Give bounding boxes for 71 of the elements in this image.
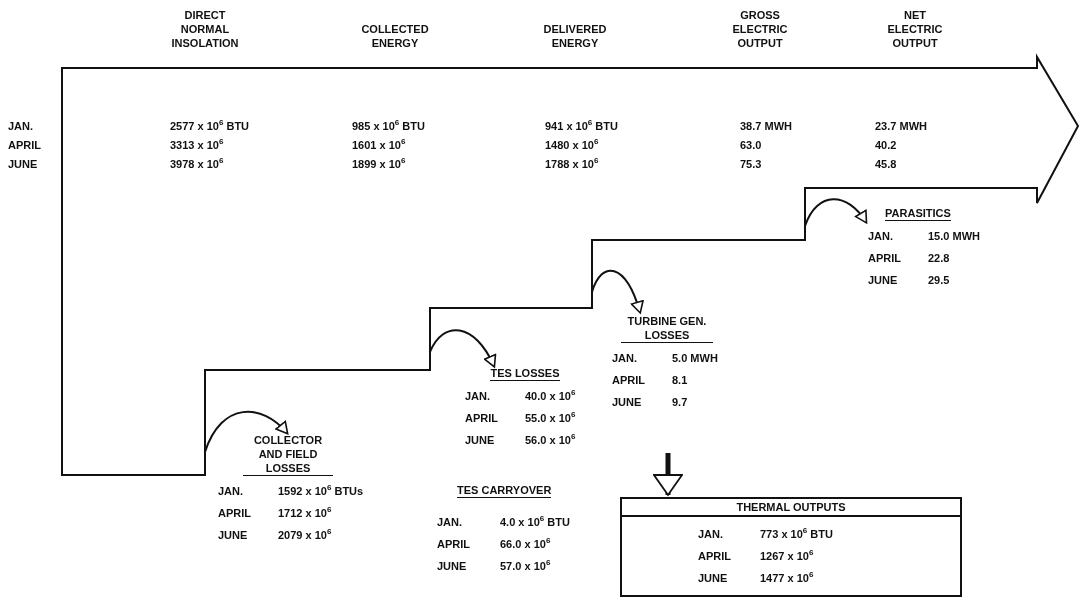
month-label: APRIL	[612, 373, 646, 387]
value-text: 57.0 x 10$^{6}$	[500, 559, 551, 573]
value-text: 2577 x 10$^{6}$ BTU	[170, 119, 250, 133]
month-label: JAN.	[465, 389, 492, 403]
value-text: 1712 x 10$^{6}$	[278, 506, 333, 520]
month-label: JAN.	[698, 527, 725, 541]
month-label: JUNE	[218, 528, 249, 542]
block-arrow	[653, 453, 683, 496]
value-text: 1601 x 10$^{6}$	[352, 138, 406, 152]
value-text: 5.0 MWH	[672, 351, 719, 365]
branch-arrow	[204, 410, 289, 453]
month-label: JUNE	[8, 157, 38, 171]
value-text: 23.7 MWH	[875, 119, 927, 133]
value-text: 1899 x 10$^{6}$	[352, 157, 406, 171]
month-label: JUNE	[698, 571, 729, 585]
month-label: JAN.	[8, 119, 34, 133]
month-label: APRIL	[218, 506, 252, 520]
value-text: 38.7 MWH	[740, 119, 792, 133]
value-text: 75.3	[740, 157, 762, 171]
branch-arrow	[429, 329, 496, 368]
month-label: JUNE	[612, 395, 643, 409]
section-heading: COLLECTOR AND FIELD LOSSES	[243, 433, 333, 476]
month-label: APRIL	[698, 549, 732, 563]
month-label: JUNE	[465, 433, 496, 447]
column-heading: DIRECT NORMAL INSOLATION	[171, 8, 239, 50]
section-heading: TES LOSSES	[490, 366, 560, 381]
column-heading: NET ELECTRIC OUTPUT	[887, 8, 943, 50]
month-label: APRIL	[437, 537, 470, 551]
value-text: 4.0 x 10$^{6}$ BTU	[500, 515, 570, 529]
month-label: JAN.	[868, 229, 895, 243]
section-heading: TES CARRYOVER	[457, 483, 552, 498]
value-text: 8.1	[672, 373, 689, 387]
value-text: 941 x 10$^{6}$ BTU	[545, 119, 618, 133]
value-text: 2079 x 10$^{6}$	[278, 528, 333, 542]
value-text: 3313 x 10$^{6}$	[170, 138, 224, 152]
value-text: 63.0	[740, 138, 762, 152]
value-text: 66.0 x 10$^{6}$	[500, 537, 551, 551]
column-heading: GROSS ELECTRIC OUTPUT	[732, 8, 788, 50]
value-text: 3978 x 10$^{6}$	[170, 157, 224, 171]
value-text: 45.8	[875, 157, 897, 171]
section-heading: TURBINE GEN. LOSSES	[621, 314, 713, 343]
value-text: 22.8	[928, 251, 951, 265]
value-text: 55.0 x 10$^{6}$	[525, 411, 577, 425]
value-text: 1267 x 10$^{6}$	[760, 549, 815, 563]
value-text: 29.5	[928, 273, 951, 287]
branch-arrow	[591, 269, 644, 314]
value-text: 15.0 MWH	[928, 229, 980, 243]
month-label: APRIL	[8, 138, 41, 152]
value-text: 1788 x 10$^{6}$	[545, 157, 599, 171]
value-text: 1480 x 10$^{6}$	[545, 138, 599, 152]
month-label: JUNE	[868, 273, 899, 287]
value-text: 40.2	[875, 138, 897, 152]
column-heading: COLLECTED ENERGY	[361, 22, 429, 50]
branch-arrow	[804, 198, 868, 227]
value-text: 9.7	[672, 395, 689, 409]
month-label: JUNE	[437, 559, 467, 573]
box-heading: THERMAL OUTPUTS	[622, 499, 960, 517]
value-text: 56.0 x 10$^{6}$	[525, 433, 577, 447]
month-label: APRIL	[465, 411, 499, 425]
column-heading: DELIVERED ENERGY	[543, 22, 607, 50]
value-text: 1592 x 10$^{6}$ BTUs	[278, 484, 364, 498]
value-text: 40.0 x 10$^{6}$	[525, 389, 577, 403]
value-text: 773 x 10$^{6}$ BTU	[760, 527, 834, 541]
month-label: APRIL	[868, 251, 902, 265]
value-text: 985 x 10$^{6}$ BTU	[352, 119, 425, 133]
month-label: JAN.	[612, 351, 639, 365]
value-text: 1477 x 10$^{6}$	[760, 571, 815, 585]
month-label: JAN.	[437, 515, 463, 529]
section-heading: PARASITICS	[885, 206, 951, 221]
month-label: JAN.	[218, 484, 245, 498]
output-box	[620, 497, 962, 597]
